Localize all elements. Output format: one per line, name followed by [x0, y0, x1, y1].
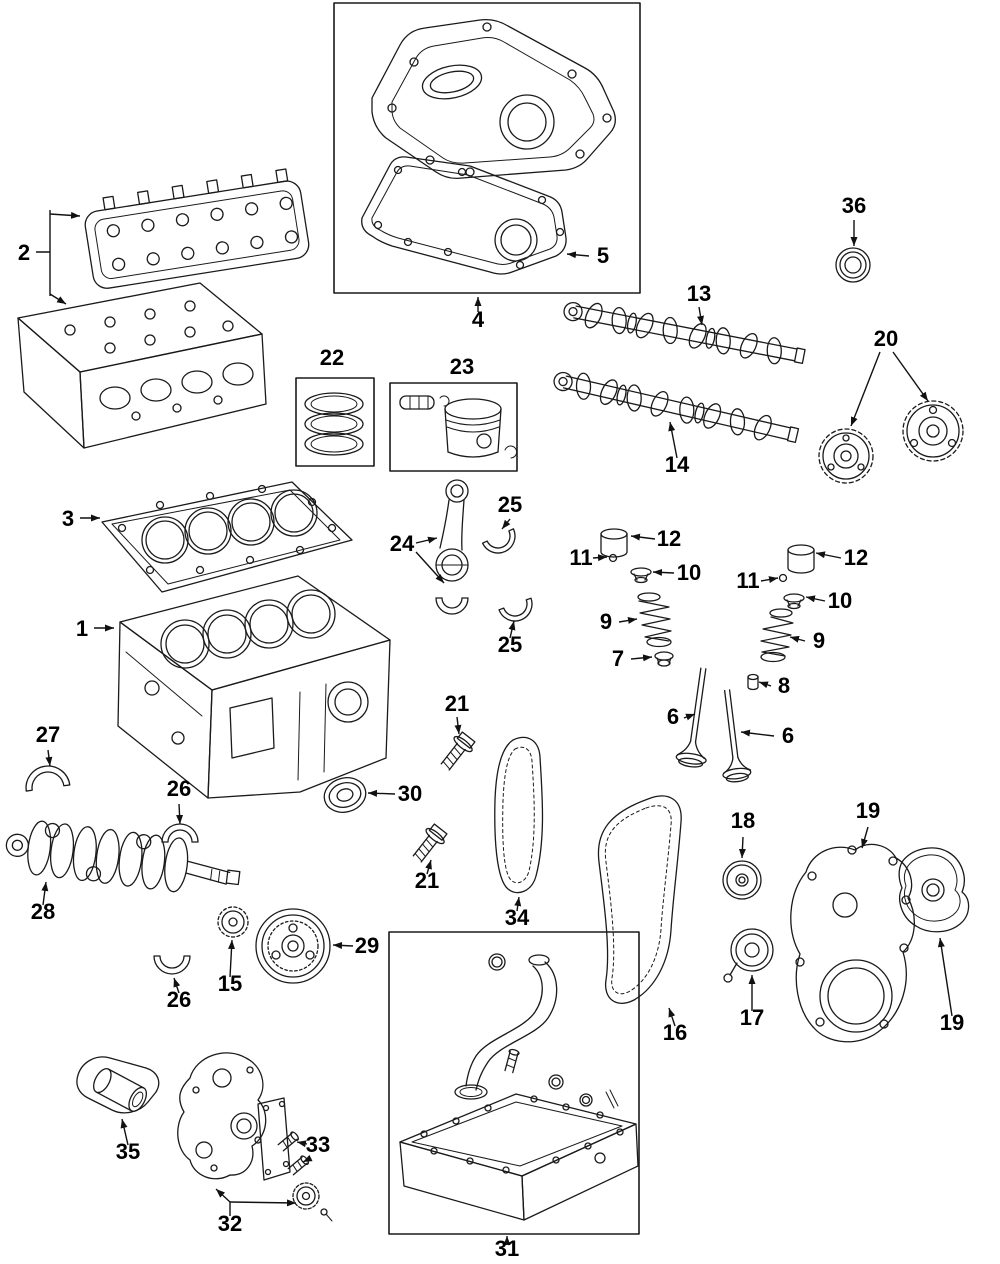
callout-29: 29	[355, 933, 379, 958]
callout-4: 4	[472, 307, 485, 332]
piston-rings-drawing	[295, 377, 375, 467]
mount-bracket-drawing	[76, 1056, 160, 1114]
callout-21b: 21	[415, 868, 439, 893]
timing-cover-rear-drawing	[898, 847, 970, 933]
callout-24: 24	[390, 531, 415, 556]
callout-labels: 2 3 1 4 5 22 23 24 25 25 13 14 36 20 12 …	[18, 193, 964, 1261]
tensioner-drawing	[723, 928, 774, 983]
callout-2: 2	[18, 240, 30, 265]
oil-pump-drawing	[177, 1052, 333, 1222]
piston-drawing	[389, 382, 518, 472]
cylinder-head-drawing	[17, 282, 267, 449]
engine-block-drawing	[117, 575, 391, 799]
callout-33: 33	[306, 1132, 330, 1157]
callout-15: 15	[218, 971, 242, 996]
crank-pulley-drawing	[255, 908, 331, 984]
callout-7: 7	[612, 646, 624, 671]
callout-10a: 10	[677, 560, 701, 585]
crank-sprocket-drawing	[217, 906, 249, 938]
bolt-upper-drawing	[440, 731, 476, 771]
cam-gear-right-drawing	[902, 400, 964, 462]
valve-cover-drawing	[371, 18, 616, 180]
valve-left-drawing	[675, 667, 707, 768]
callout-34: 34	[505, 905, 530, 930]
callout-6b: 6	[782, 723, 794, 748]
valve-stem-seal-drawing	[747, 673, 759, 691]
camshaft-exhaust-drawing	[553, 371, 800, 444]
callout-35: 35	[116, 1139, 140, 1164]
valve-right-drawing	[722, 689, 752, 783]
spring-seat-left-drawing	[654, 651, 674, 667]
rod-bearing-upper-drawing	[481, 528, 516, 554]
callout-13: 13	[687, 281, 711, 306]
callout-17: 17	[740, 1005, 764, 1030]
pump-bolt-b-drawing	[287, 1155, 309, 1176]
callout-12b: 12	[844, 545, 868, 570]
detail-box-oil-pan	[388, 931, 640, 1235]
valve-spring-left-drawing	[637, 592, 672, 648]
valve-cover-gasket-drawing	[361, 156, 567, 275]
rod-bearing-lower-drawing	[498, 597, 533, 622]
valve-keeper-right-drawing	[778, 573, 788, 583]
callout-14: 14	[665, 452, 690, 477]
spring-retainer-left-drawing	[630, 567, 652, 584]
callout-11a: 11	[569, 545, 592, 570]
camshaft-carrier-drawing	[84, 168, 310, 289]
callout-19b: 19	[940, 1010, 964, 1035]
callout-9b: 9	[813, 628, 825, 653]
oil-pan-group-drawing	[399, 953, 639, 1221]
callout-27: 27	[36, 722, 60, 747]
camshaft-intake-drawing	[563, 301, 806, 365]
valve-keeper-left-drawing	[608, 553, 618, 563]
valve-spring-right-drawing	[760, 608, 794, 663]
pump-bolt-a-drawing	[277, 1131, 299, 1152]
callout-23: 23	[450, 354, 474, 379]
crankshaft-drawing	[5, 820, 241, 893]
callout-32: 32	[218, 1211, 242, 1236]
head-gasket-drawing	[101, 481, 353, 593]
main-bearing-upper-drawing	[161, 823, 199, 843]
callout-11b: 11	[736, 568, 759, 593]
connecting-rod-drawing	[435, 479, 469, 615]
callout-21a: 21	[445, 691, 469, 716]
callout-1: 1	[76, 616, 88, 641]
callout-25b: 25	[498, 632, 522, 657]
camshaft-seal-drawing	[835, 247, 871, 283]
callout-31: 31	[495, 1236, 519, 1261]
thrust-washer-drawing	[25, 765, 71, 792]
callout-18: 18	[731, 808, 755, 833]
balance-belt-drawing	[494, 736, 544, 894]
callout-10b: 10	[828, 588, 852, 613]
crank-seal-drawing	[323, 777, 367, 813]
callout-6a: 6	[667, 704, 679, 729]
callout-36: 36	[842, 193, 866, 218]
callout-28: 28	[31, 899, 55, 924]
leader-lines	[36, 210, 953, 1245]
callout-22: 22	[320, 345, 344, 370]
detail-box-valve-cover	[333, 2, 641, 294]
spring-retainer-right-drawing	[783, 593, 805, 610]
timing-belt-drawing	[597, 795, 682, 1004]
callout-12a: 12	[657, 526, 681, 551]
main-bearing-lower-drawing	[153, 955, 191, 975]
idler-pulley-drawing	[722, 860, 762, 900]
cam-gear-left-drawing	[818, 428, 874, 484]
callout-8: 8	[778, 673, 790, 698]
callout-3: 3	[62, 506, 74, 531]
callout-25a: 25	[498, 492, 522, 517]
callout-5: 5	[597, 243, 609, 268]
callout-9a: 9	[600, 609, 612, 634]
callout-26a: 26	[167, 776, 191, 801]
callout-19a: 19	[856, 798, 880, 823]
callout-30: 30	[398, 781, 422, 806]
callout-20: 20	[874, 326, 898, 351]
tappet-right-drawing	[787, 544, 815, 574]
timing-cover-front-drawing	[790, 843, 915, 1043]
bolt-lower-drawing	[412, 823, 448, 863]
callout-16: 16	[663, 1020, 687, 1045]
callout-26b: 26	[167, 987, 191, 1012]
tappet-left-drawing	[600, 528, 628, 558]
